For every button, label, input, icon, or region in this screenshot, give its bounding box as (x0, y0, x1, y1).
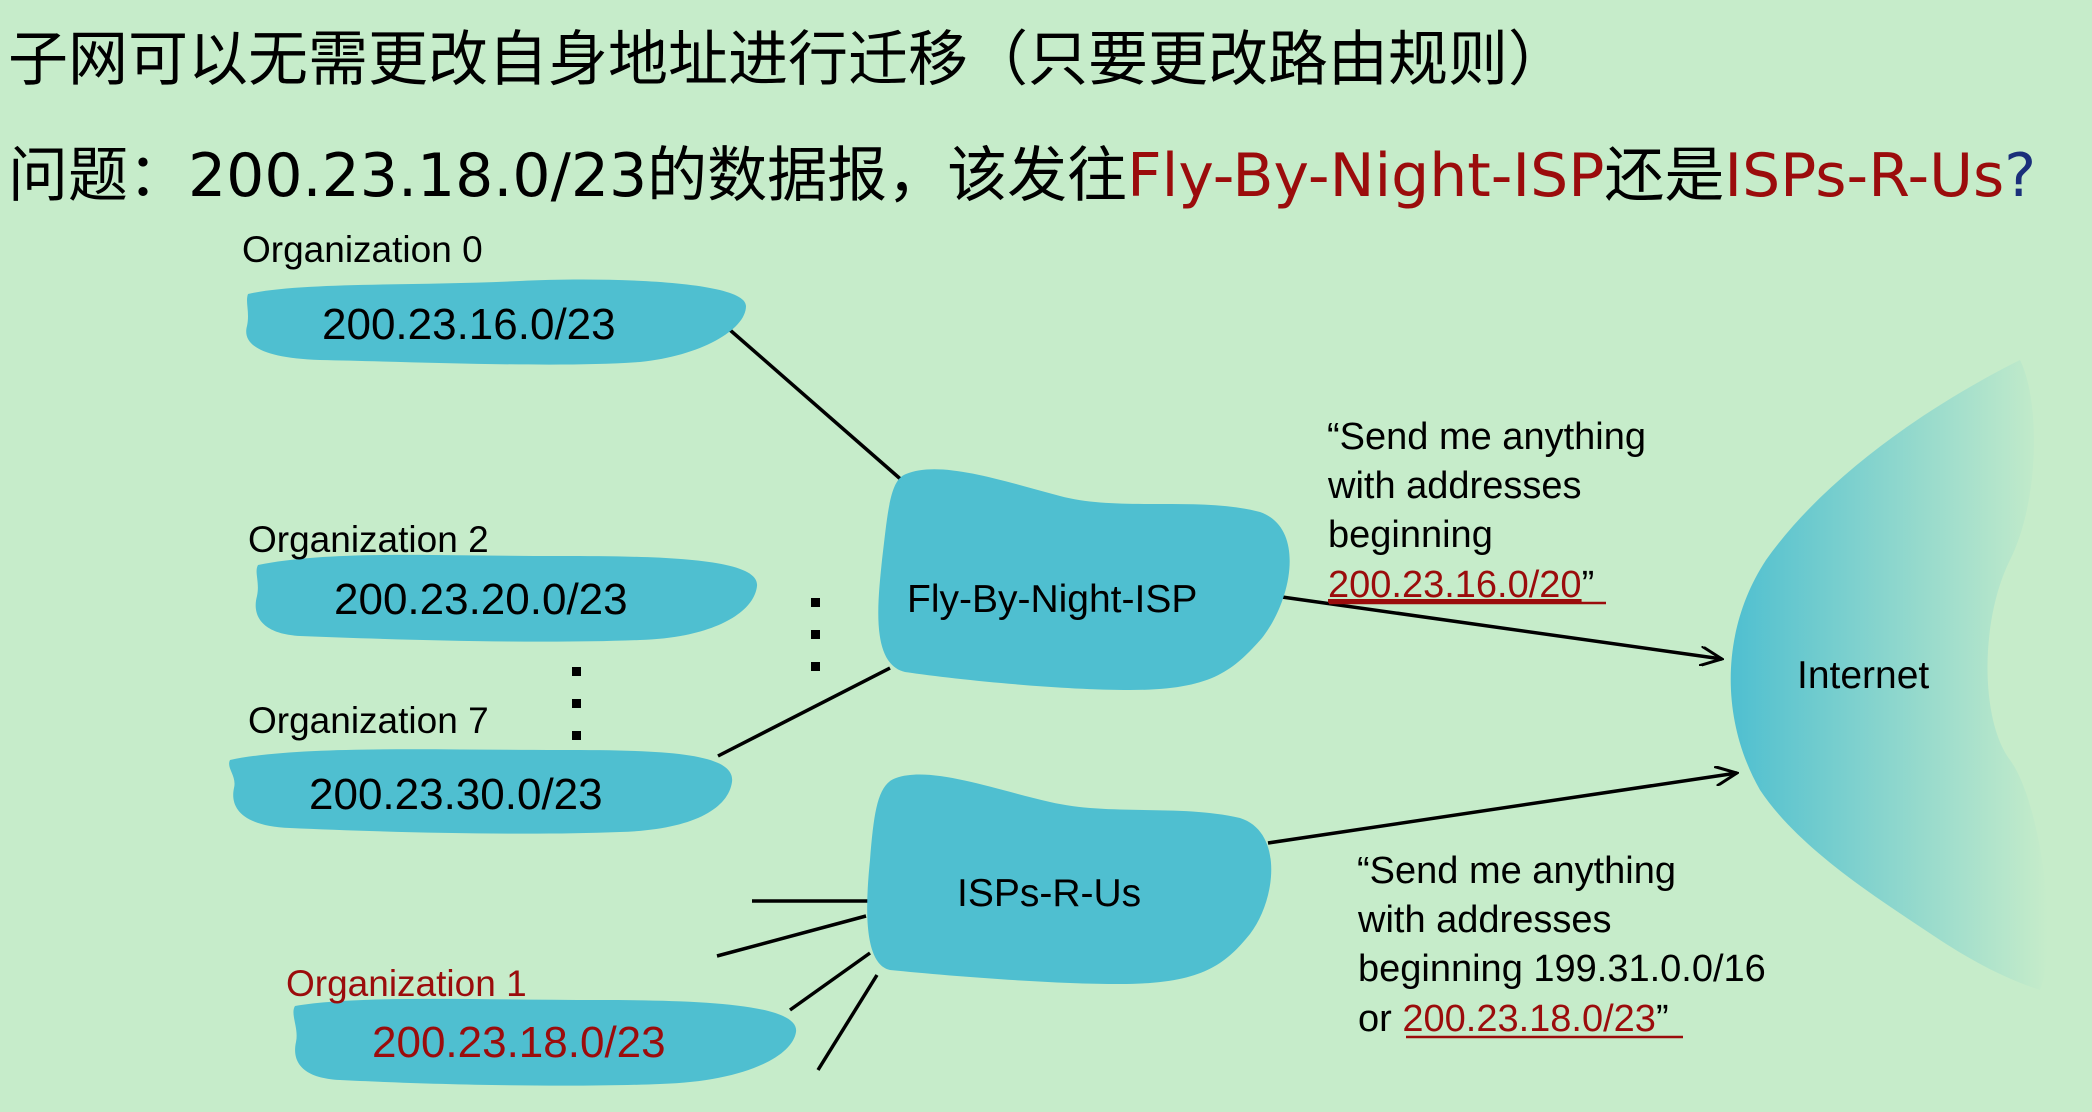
org0-label: Organization 0 (242, 229, 483, 270)
link-isps-stub-3 (816, 974, 879, 1071)
advert-isps-line4: or 200.23.18.0/23” (1358, 998, 1669, 1040)
advert-isps-line2: with addresses (1357, 899, 1611, 941)
internet-label: Internet (1797, 654, 1929, 697)
org7-blob (229, 749, 733, 834)
org1-blob (293, 998, 797, 1086)
fly-by-night-isp-label: Fly-By-Night-ISP (907, 578, 1197, 621)
connection-lines (716, 328, 1737, 1071)
link-org7-fly (717, 666, 891, 758)
advert-isps-close: ” (1656, 998, 1669, 1040)
ellipsis-dot (811, 598, 820, 607)
question-middle: 还是 (1604, 141, 1725, 211)
question-mark: ? (2004, 141, 2037, 211)
advert-fly-close: ” (1582, 564, 1595, 606)
org2-blob (255, 554, 758, 642)
org2-prefix: 200.23.20.0/23 (334, 575, 628, 624)
question-prefix: 问题：200.23.18.0/23的数据报，该发往 (8, 141, 1128, 211)
question-isp2: ISPs-R-Us (1724, 141, 2005, 211)
advert-isps-r-us: “Send me anything with addresses beginni… (1357, 850, 1766, 1040)
org1-prefix: 200.23.18.0/23 (372, 1018, 666, 1067)
link-org1-isps (788, 951, 872, 1012)
ellipsis-dot (572, 699, 581, 708)
question-line: 问题：200.23.18.0/23的数据报，该发往Fly-By-Night-IS… (8, 146, 2036, 206)
ellipsis-dot (572, 731, 581, 740)
internet-cloud (1730, 360, 2049, 990)
ellipsis-dot (811, 662, 820, 671)
fly-by-night-isp-cloud (878, 469, 1290, 690)
advert-fly-prefix: 200.23.16.0/20 (1328, 564, 1582, 606)
advert-isps-or: or (1358, 998, 1402, 1040)
question-isp1: Fly-By-Night-ISP (1127, 141, 1605, 211)
link-isps-stub-2 (716, 914, 867, 958)
isps-r-us-cloud (867, 774, 1272, 984)
advert-fly-line4: 200.23.16.0/20” (1328, 564, 1594, 606)
isps-r-us-label: ISPs-R-Us (957, 872, 1141, 915)
org0-prefix: 200.23.16.0/23 (322, 300, 616, 349)
advert-fly-line1: “Send me anything (1327, 416, 1646, 458)
ellipsis-dots (572, 598, 820, 740)
slide-title: 子网可以无需更改自身地址进行迁移（只要更改路由规则） (8, 25, 1568, 95)
advert-isps-line1: “Send me anything (1357, 850, 1676, 892)
advert-isps-prefix: 200.23.18.0/23 (1402, 998, 1656, 1040)
org7-prefix: 200.23.30.0/23 (309, 770, 603, 819)
ellipsis-dot (572, 667, 581, 676)
org0-blob (246, 279, 746, 365)
link-org0-fly (728, 328, 907, 485)
arrow-fly-to-internet (1281, 595, 1722, 659)
arrow-isps-to-internet (1267, 773, 1737, 845)
ellipsis-dot (811, 630, 820, 639)
advert-fly-line3: beginning (1328, 514, 1493, 556)
advert-isps-line3: beginning 199.31.0.0/16 (1358, 948, 1766, 990)
org7-label: Organization 7 (248, 700, 489, 741)
advert-fly-line2: with addresses (1327, 465, 1581, 507)
org2-label: Organization 2 (248, 519, 489, 560)
advert-fly-by-night: “Send me anything with addresses beginni… (1327, 416, 1646, 606)
org1-label: Organization 1 (286, 963, 527, 1004)
